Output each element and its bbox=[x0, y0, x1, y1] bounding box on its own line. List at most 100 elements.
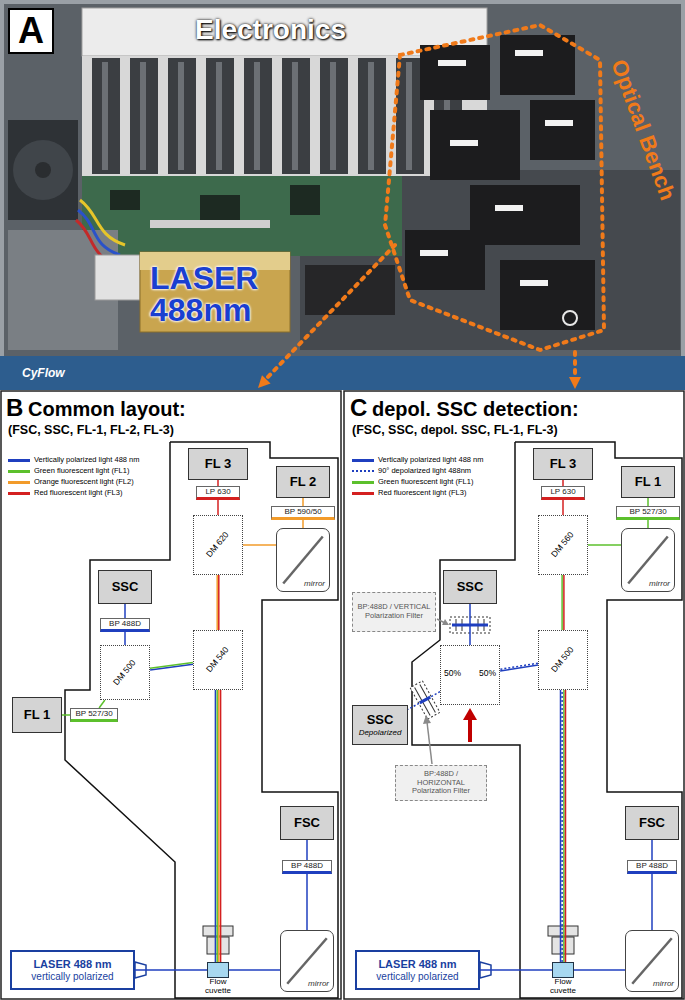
legend-swatch bbox=[352, 459, 374, 462]
cuvette-label: Flow cuvette bbox=[543, 978, 583, 996]
beam-line bbox=[306, 874, 308, 930]
light-beam bbox=[229, 970, 280, 971]
beam-line bbox=[480, 969, 552, 971]
legend-text: Vertically polarized light 488 nm bbox=[34, 456, 139, 465]
panel-title: depol. SSC detection: bbox=[372, 398, 579, 421]
flow-cuvette: Flow cuvette bbox=[207, 962, 229, 978]
beam-line bbox=[651, 874, 653, 930]
legend-item: Green fluorescent light (FL1) bbox=[8, 467, 129, 476]
legend-text: Green fluorescent light (FL1) bbox=[34, 467, 129, 476]
detector-label: FSC bbox=[294, 816, 320, 831]
beam-line bbox=[150, 663, 193, 669]
beam-splitter: 50%50% bbox=[440, 645, 500, 705]
mirror-box: mirror bbox=[621, 528, 675, 592]
laser-label: LASER 488 nm bbox=[378, 958, 456, 971]
mirror-line bbox=[287, 938, 327, 984]
cuvette-label: Flow cuvette bbox=[198, 978, 238, 996]
legend-text: Orange fluorescent light (FL2) bbox=[34, 478, 134, 487]
detector-box: FSC bbox=[625, 806, 679, 840]
section-label: Electronics bbox=[195, 14, 346, 46]
indicator-arrow bbox=[463, 708, 477, 742]
beam-line bbox=[302, 498, 304, 506]
light-beam bbox=[563, 500, 564, 515]
mirror-label: DM 540 bbox=[205, 645, 232, 674]
legend-swatch bbox=[352, 481, 374, 484]
section-label: Optical Bench bbox=[605, 56, 680, 204]
detector-box: SSCDepolarized bbox=[352, 705, 408, 745]
filter-label: BP 527/30 bbox=[629, 508, 666, 516]
beam-line bbox=[562, 500, 564, 515]
beam-line bbox=[651, 840, 653, 860]
beam-line bbox=[220, 690, 222, 962]
legend-swatch bbox=[8, 492, 30, 495]
beam-line bbox=[243, 544, 276, 546]
light-beam bbox=[470, 604, 471, 645]
detector-box: SSC bbox=[98, 570, 152, 604]
light-beam bbox=[652, 874, 653, 930]
legend-text: Red fluorescent light (FL3) bbox=[34, 489, 122, 498]
beam-line bbox=[563, 575, 565, 630]
light-beam bbox=[307, 874, 308, 930]
mirror-label: mirror bbox=[653, 979, 674, 988]
mirror-box: mirror bbox=[280, 930, 334, 992]
light-beam bbox=[243, 545, 276, 546]
light-beam bbox=[218, 500, 219, 515]
mirror-line bbox=[283, 536, 323, 583]
dichroic-mirror: DM 500 bbox=[100, 645, 150, 700]
beam-line bbox=[561, 575, 563, 630]
filter-label: BP 527/30 bbox=[75, 710, 112, 718]
dichroic-mirror: DM 620 bbox=[193, 515, 243, 575]
filter-label: LP 630 bbox=[550, 488, 575, 496]
detector-label: SSC bbox=[457, 580, 484, 595]
beam-line bbox=[647, 498, 649, 506]
light-beam bbox=[217, 575, 219, 630]
detector-label: SSC bbox=[112, 580, 139, 595]
panel-title: Common layout: bbox=[28, 398, 186, 421]
beam-line bbox=[647, 520, 649, 528]
mirror-label: DM 500 bbox=[550, 645, 577, 674]
beam-line bbox=[229, 969, 280, 971]
filter-label: BP 488D bbox=[636, 862, 668, 870]
light-beam bbox=[480, 970, 552, 971]
beam-line bbox=[124, 604, 126, 618]
panel-letter: C bbox=[350, 394, 367, 422]
legend-swatch bbox=[8, 470, 30, 473]
legend-text: Green fluorescent light (FL1) bbox=[378, 478, 473, 487]
light-beam bbox=[574, 970, 625, 971]
mirror-label: DM 500 bbox=[112, 658, 139, 687]
callout-box: BP:488D / VERTICAL Polarization Filter bbox=[352, 592, 436, 632]
filter-label: LP 630 bbox=[205, 488, 230, 496]
mirror-label: mirror bbox=[304, 579, 325, 588]
filter-box: BP 488D bbox=[100, 618, 150, 632]
legend-text: 90° depolarized light 488nm bbox=[378, 467, 471, 476]
part-label: LASER 488nm bbox=[150, 262, 275, 326]
detector-box: FL 2 bbox=[276, 466, 330, 498]
laser-label: vertically polarized bbox=[376, 971, 458, 983]
detector-label: FSC bbox=[639, 816, 665, 831]
filter-label: BP 488D bbox=[109, 620, 141, 628]
light-beam bbox=[135, 970, 207, 971]
laser-box: LASER 488 nmvertically polarized bbox=[10, 950, 135, 990]
panel-letter: A bbox=[8, 8, 54, 54]
light-beam bbox=[648, 520, 649, 528]
panel-letter: B bbox=[6, 394, 23, 422]
mirror-line bbox=[632, 938, 672, 984]
panel-frames bbox=[1, 391, 684, 999]
detector-label: FL 1 bbox=[635, 475, 662, 490]
beam-line bbox=[408, 692, 440, 710]
legend-text: Vertically polarized light 488 nm bbox=[378, 456, 483, 465]
light-beam bbox=[408, 692, 440, 710]
mirror-box: mirror bbox=[625, 930, 679, 992]
light-beam bbox=[125, 632, 126, 645]
callout-box: BP:488D / HORIZONTAL Polarization Filter bbox=[395, 765, 487, 801]
optical-housing bbox=[65, 442, 682, 998]
instrument-photo bbox=[0, 0, 685, 390]
light-beam bbox=[648, 498, 649, 506]
legend-item: Vertically polarized light 488 nm bbox=[8, 456, 139, 465]
beam-line bbox=[216, 690, 218, 962]
legend-item: 90° depolarized light 488nm bbox=[352, 467, 471, 476]
panel-subtitle: (FSC, SSC, depol. SSC, FL-1, FL-3) bbox=[352, 423, 558, 437]
light-beam bbox=[150, 663, 193, 671]
